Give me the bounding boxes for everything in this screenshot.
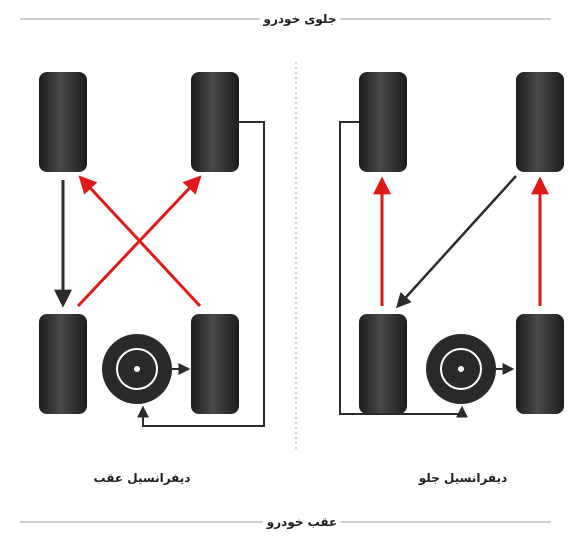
rear-label: عقب خودرو bbox=[262, 515, 342, 529]
tire-icon bbox=[191, 72, 239, 172]
arrow-front-right-loop-to-spare bbox=[137, 121, 265, 427]
tire-icon bbox=[39, 314, 87, 414]
arrow-rear-right-to-front-left bbox=[78, 175, 202, 308]
tire-icon bbox=[39, 72, 87, 172]
arrow-front-left-loop-to-spare bbox=[339, 121, 468, 418]
spare-wheel-icon bbox=[426, 334, 496, 404]
tire-icon bbox=[191, 314, 239, 414]
tire-icon bbox=[359, 314, 407, 414]
tire-icon bbox=[516, 72, 564, 172]
front-diff-label: دیفرانسیل جلو bbox=[414, 471, 512, 485]
arrow-front-right-to-rear-left bbox=[395, 175, 517, 309]
spare-wheel-icon bbox=[102, 334, 172, 404]
front-label: جلوی خودرو bbox=[259, 12, 341, 26]
rear-diff-label: دیفرانسیل عقب bbox=[89, 471, 195, 485]
tire-icon bbox=[359, 72, 407, 172]
tire-icon bbox=[516, 314, 564, 414]
